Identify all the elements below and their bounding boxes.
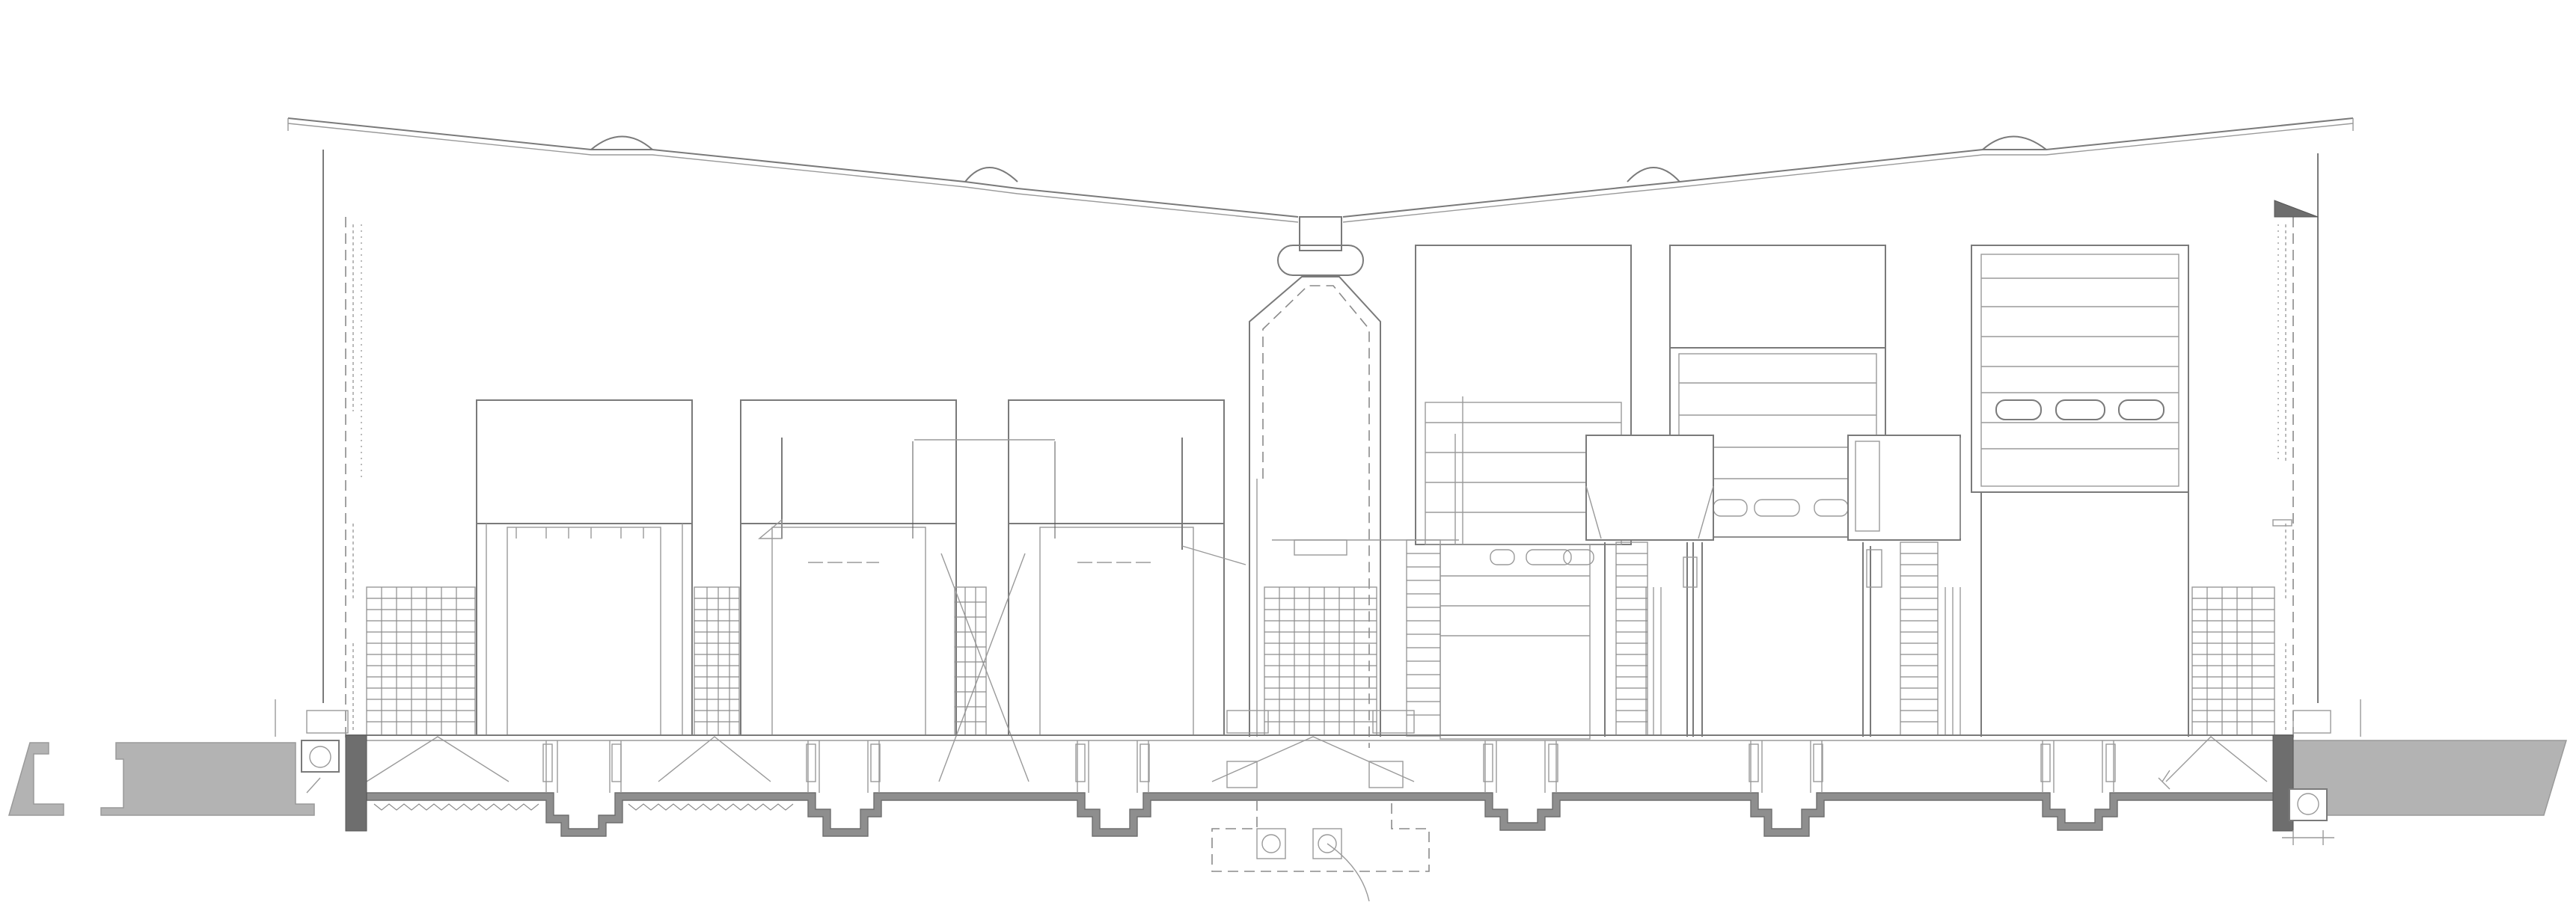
ground-fill — [8, 734, 2568, 832]
stair-2 — [1862, 542, 1939, 737]
equipment-frame-1 — [1585, 435, 1714, 541]
equipment-frame-2 — [1847, 435, 1961, 541]
left-wall — [322, 150, 362, 740]
grid-panel-3 — [954, 586, 987, 736]
floor-columns — [542, 740, 2116, 793]
drain-pipe-right — [2282, 788, 2334, 845]
leader-lines — [2158, 770, 2170, 790]
grid-panel-6 — [1645, 587, 1961, 735]
reactor-block-3 — [1971, 245, 2189, 737]
reactor-block-2 — [1669, 245, 1886, 538]
tank-2 — [740, 399, 957, 736]
tank-1 — [476, 399, 693, 736]
right-wall — [2272, 153, 2319, 740]
pipe-trench — [1211, 761, 1430, 902]
tank-3 — [914, 399, 1246, 782]
hopper-slopes — [366, 736, 2268, 782]
grid-panel-2 — [694, 586, 740, 736]
foundation-slab — [366, 792, 2275, 837]
railings — [275, 699, 2361, 737]
grid-panel-4 — [1264, 586, 1377, 736]
grid-panel-5 — [2191, 586, 2275, 736]
stair-3 — [1272, 539, 1459, 737]
ventilation-duct — [1249, 216, 1381, 748]
grid-panel-1 — [366, 586, 476, 736]
columns — [1462, 396, 1961, 737]
roof-line — [287, 117, 2354, 223]
drain-pipe-left — [301, 740, 340, 794]
